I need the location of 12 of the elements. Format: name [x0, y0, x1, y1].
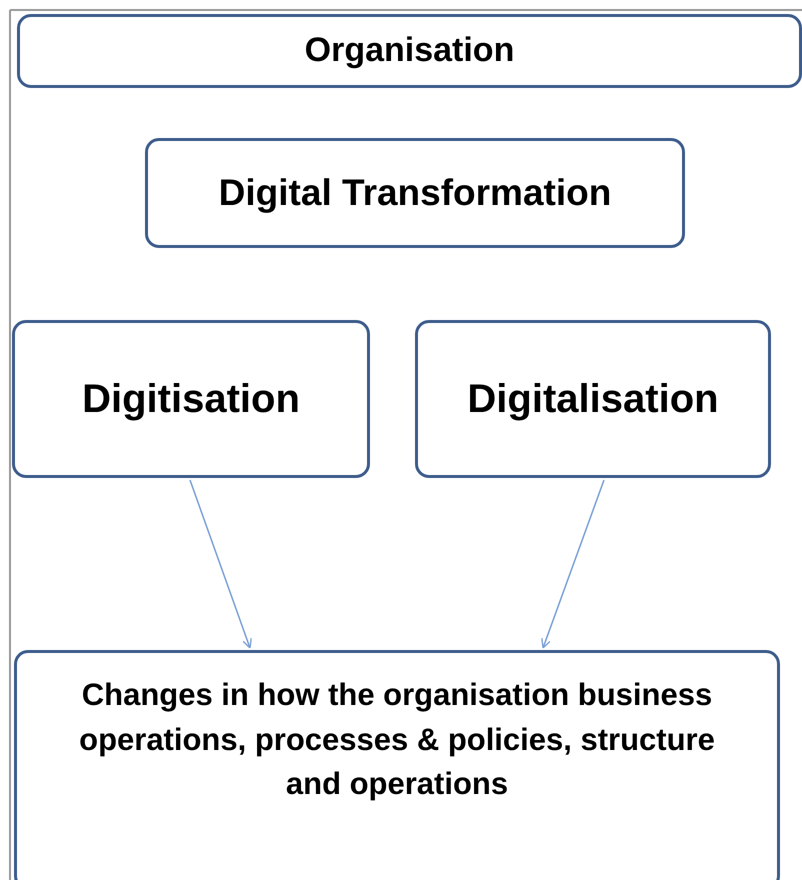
- arrow: [189, 480, 252, 649]
- box-label: Digital Transformation: [218, 171, 612, 216]
- process-box: [12, 320, 370, 478]
- box-label: Changes in how the organisation business operations, processes & policies, structure and operations: [78, 676, 716, 804]
- organisation-box: [17, 14, 802, 88]
- process-box: [14, 650, 780, 880]
- process-box: [415, 320, 771, 478]
- box-label: Organisation: [304, 30, 514, 72]
- arrow: [541, 480, 605, 649]
- box-label: Digitisation: [82, 376, 300, 423]
- process-box: [145, 138, 685, 248]
- box-label: Digitalisation: [467, 376, 719, 423]
